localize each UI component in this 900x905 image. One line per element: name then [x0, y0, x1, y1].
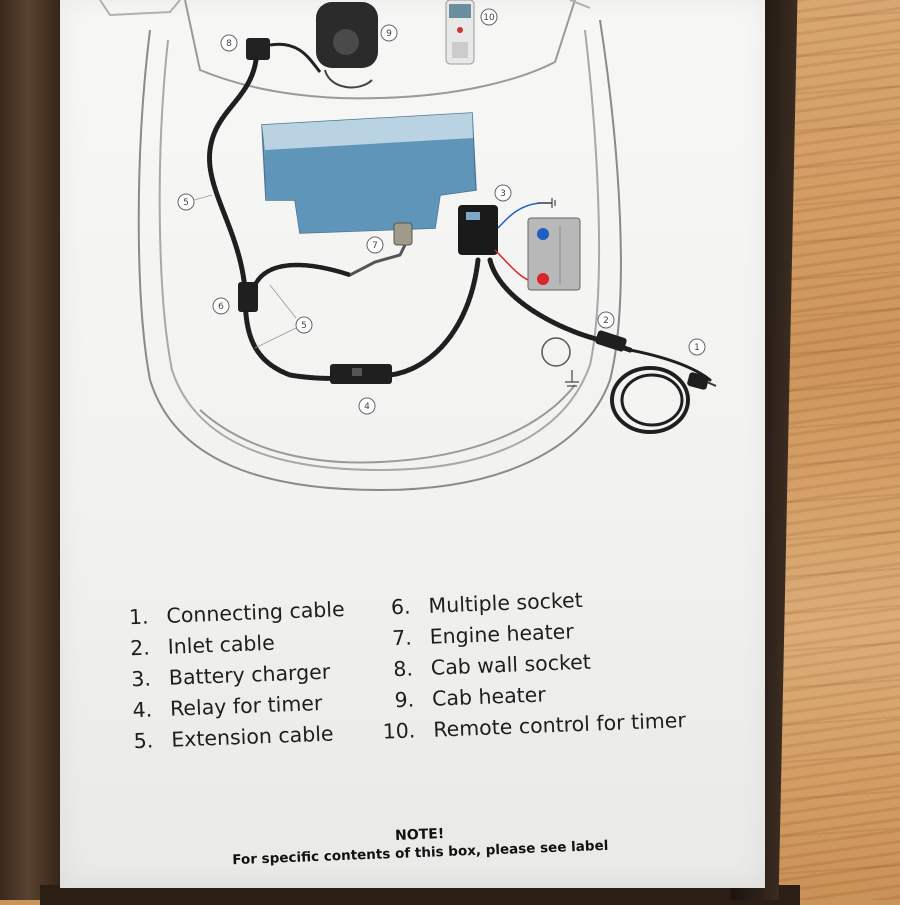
svg-text:9: 9 — [386, 29, 392, 39]
legend-right-column: 6.Multiple socket 7.Engine heater 8.Cab … — [372, 581, 686, 748]
callout-9: 9 — [380, 24, 398, 42]
cable-harness — [207, 57, 712, 434]
legend-left-column: 1.Connecting cable 2.Inlet cable 3.Batte… — [110, 594, 350, 758]
callout-1: 1 — [688, 338, 706, 356]
inlet-connector — [541, 330, 627, 367]
timer-relay — [330, 364, 392, 384]
callout-5-top: 5 — [177, 193, 195, 211]
callout-6: 6 — [212, 297, 230, 315]
svg-text:6: 6 — [218, 302, 224, 312]
svg-text:8: 8 — [226, 39, 232, 49]
callout-8: 8 — [220, 34, 238, 52]
multiple-socket — [238, 282, 258, 312]
box-left-edge — [0, 0, 70, 900]
callout-markers: 8 9 10 5 3 7 6 5 2 1 4 — [177, 8, 706, 415]
svg-text:7: 7 — [372, 241, 378, 251]
callout-leader-lines — [193, 194, 297, 349]
svg-text:4: 4 — [364, 402, 370, 412]
callout-3: 3 — [494, 184, 512, 202]
engine-block — [261, 112, 477, 234]
cab-wall-socket — [246, 38, 322, 73]
svg-text:3: 3 — [500, 189, 506, 199]
callout-7: 7 — [366, 236, 384, 254]
ground-symbol — [537, 198, 579, 387]
callout-10: 10 — [480, 8, 498, 26]
battery — [527, 217, 581, 291]
svg-text:2: 2 — [603, 316, 609, 326]
callout-2: 2 — [597, 311, 615, 329]
callout-4: 4 — [358, 397, 376, 415]
cab-heater — [316, 2, 378, 89]
engine-heater — [349, 222, 413, 277]
callout-5-bottom: 5 — [295, 316, 313, 334]
svg-text:1: 1 — [694, 343, 700, 353]
svg-text:5: 5 — [183, 198, 189, 208]
plug — [687, 372, 717, 390]
svg-text:10: 10 — [483, 13, 495, 23]
svg-text:5: 5 — [301, 321, 307, 331]
remote-control — [445, 0, 475, 65]
